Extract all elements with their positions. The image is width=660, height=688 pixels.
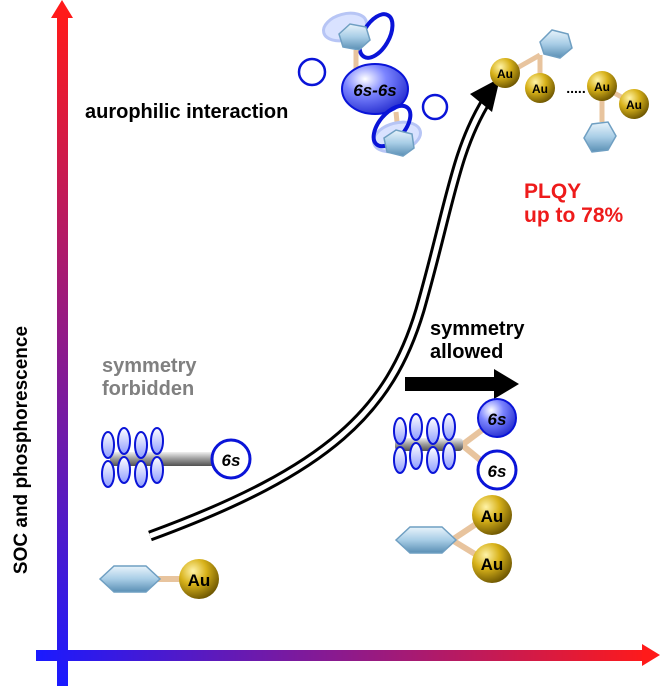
digold-molecule: Au Au	[394, 495, 512, 583]
gold-atom-label: Au	[188, 571, 211, 590]
allowed-line-1: symmetry	[430, 318, 525, 340]
phenyl-ring	[539, 29, 573, 59]
x-axis	[36, 644, 660, 666]
allowed-orbitals: 6s 6s	[393, 398, 518, 491]
aurophilic-orbitals: 6s-6s	[297, 11, 449, 157]
gold-atom	[619, 89, 649, 119]
6s-orbital	[210, 438, 252, 480]
monomer-molecule: Au	[98, 559, 219, 599]
gold-atom	[490, 58, 520, 88]
gold-atom	[587, 71, 617, 101]
forbidden-line-1: symmetry	[102, 355, 197, 377]
6s-6s-orbital-label: 6s-6s	[353, 81, 396, 100]
6s-orbital-filled	[477, 398, 517, 438]
gold-atom	[472, 543, 512, 583]
aurophilic-interaction-label: aurophilic interaction	[85, 101, 289, 123]
gold-atom-label: Au	[481, 507, 504, 526]
gold-atom-label: Au	[481, 555, 504, 574]
gold-atom	[179, 559, 219, 599]
aurophilic-contact-dots: .....	[566, 80, 585, 96]
phenyl-ring	[583, 121, 617, 153]
plqy-line-1: PLQY	[524, 180, 582, 203]
plqy-label: PLQY up to 78%	[524, 180, 623, 228]
6s-orbital-empty-label: 6s	[488, 462, 507, 481]
allowed-line-2: allowed	[430, 341, 504, 363]
6s-orbital-filled-label: 6s	[488, 410, 507, 429]
allowed-arrow	[405, 369, 519, 399]
symmetry-allowed-label: symmetry allowed	[430, 318, 525, 364]
gold-atom-label: Au	[497, 67, 513, 81]
curved-arrow	[148, 78, 500, 542]
plqy-line-2: up to 78%	[524, 204, 624, 228]
6s-6s-orbital	[341, 63, 409, 115]
gold-atom	[472, 495, 512, 535]
gold-atom	[525, 73, 555, 103]
phenyl-ring	[98, 565, 162, 593]
forbidden-orbitals: 6s	[101, 427, 252, 488]
gold-dimer: Au Au ..... Au Au	[490, 29, 649, 153]
gold-atom-label: Au	[532, 82, 548, 96]
symmetry-forbidden-label: symmetry forbidden	[102, 355, 197, 401]
6s-orbital-empty	[476, 449, 518, 491]
forbidden-line-2: forbidden	[102, 378, 195, 400]
phenyl-ring	[394, 526, 458, 554]
y-axis-label: SOC and phosphorescence	[11, 325, 32, 575]
y-axis	[51, 0, 73, 686]
6s-orbital-label: 6s	[222, 451, 241, 470]
gold-atom-label: Au	[626, 98, 642, 112]
gold-atom-label: Au	[594, 80, 610, 94]
